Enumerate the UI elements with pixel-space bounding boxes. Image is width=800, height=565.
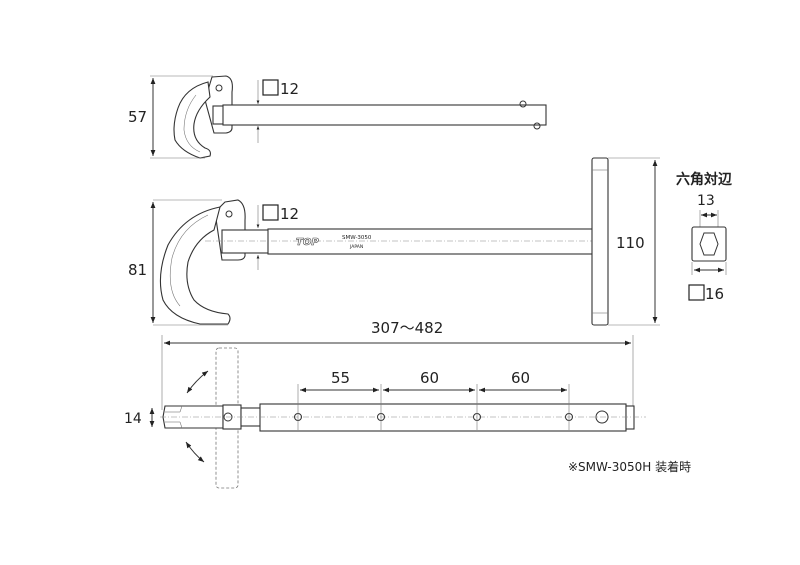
top-square-label: 12 [280, 80, 299, 98]
model-text: SMW-3050 [342, 235, 372, 241]
hex-square-label: 16 [705, 285, 724, 303]
total-length-label: 307〜482 [371, 319, 443, 337]
origin-text: JAPAN [349, 244, 363, 250]
top-height-label: 57 [128, 108, 147, 126]
wrench-top-view: 57 12 [128, 75, 547, 159]
brand-logo: TOP [296, 237, 319, 248]
bottom-height-label: 14 [124, 411, 142, 427]
hex-width-label: 13 [697, 193, 715, 209]
mid-height-label: 81 [128, 261, 147, 279]
handle-length-label: 110 [616, 234, 645, 252]
square-symbol [262, 204, 279, 221]
hex-section: 六角対辺 13 16 [676, 171, 732, 303]
spacing-3-label: 60 [511, 369, 530, 387]
spacing-2-label: 60 [420, 369, 439, 387]
wrench-middle-view: TOP SMW-3050 JAPAN 81 12 110 [128, 157, 660, 326]
spacing-1-label: 55 [331, 369, 350, 387]
note-text: ※SMW-3050H 装着時 [568, 459, 691, 474]
square-symbol [262, 79, 279, 96]
hex-title: 六角対辺 [676, 171, 732, 188]
square-symbol [688, 284, 705, 301]
mid-square-label: 12 [280, 205, 299, 223]
wrench-bottom-view: 307〜482 55 60 60 14 [124, 319, 691, 489]
